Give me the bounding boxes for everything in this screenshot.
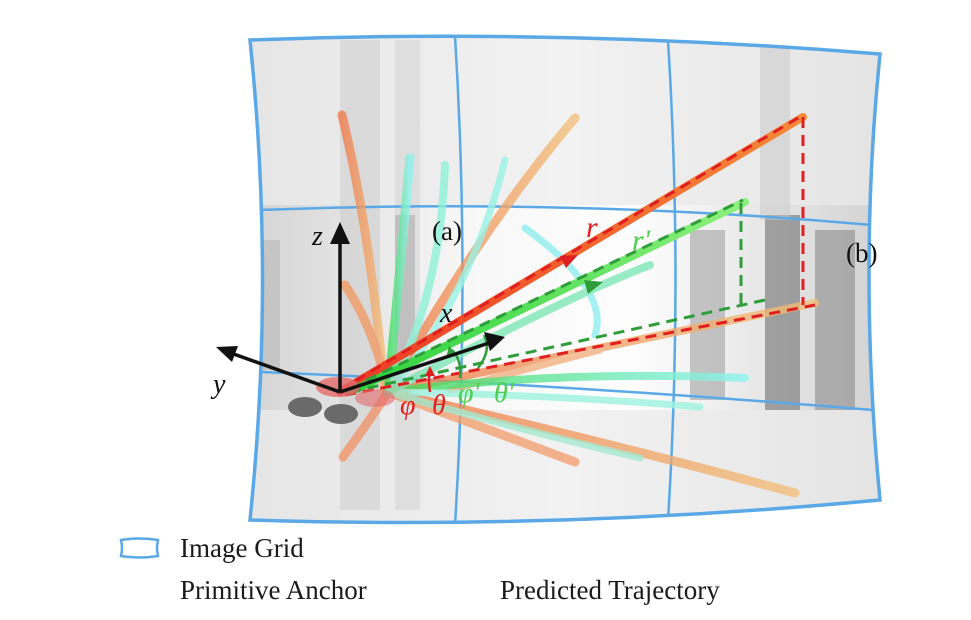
y-axis (227, 350, 341, 394)
legend: Image Grid Primitive Anchor Predicted Tr… (118, 533, 758, 613)
image-grid-border (248, 34, 882, 525)
r-arrowhead (560, 255, 578, 268)
axis-z-label: z (311, 221, 323, 252)
tree-column (690, 230, 725, 400)
dashed-lines (339, 113, 816, 397)
vehicle-body (316, 377, 360, 397)
r-prime-arrowhead (584, 280, 603, 294)
x-axis-arrowhead (484, 332, 505, 351)
theta-label: θ (432, 390, 446, 421)
legend-label-predicted-trajectory: Predicted Trajectory (500, 574, 720, 605)
phi-prime-label: φ' (458, 378, 480, 409)
r-projection-dashed (344, 303, 816, 397)
legend-item-primitive-anchor: Primitive Anchor (118, 575, 367, 605)
primitive-anchor-swatch-icon (118, 587, 162, 593)
grid-line (666, 39, 677, 521)
main-anchor (336, 113, 807, 396)
phi-arc-arrowhead (425, 366, 435, 376)
r-prime-dashed (349, 198, 744, 390)
region-a-label: (a) (432, 216, 462, 246)
r-prime-label: r' (632, 224, 651, 257)
theta-prime-label: θ' (494, 378, 515, 409)
z-axis-arrowhead (330, 222, 350, 244)
coordinate-axes (227, 238, 493, 394)
image-grid-swatch-icon (119, 537, 160, 559)
x-axis (339, 340, 493, 394)
trajectory-curve (384, 388, 704, 411)
trajectory-curve (384, 371, 749, 396)
legend-item-predicted-trajectory: Predicted Trajectory (438, 575, 720, 605)
phi-label: φ (400, 390, 416, 421)
region-b-label: (b) (846, 238, 877, 268)
grid-line (261, 370, 874, 412)
y-axis-arrowhead (216, 346, 238, 362)
legend-item-image-grid: Image Grid (118, 533, 304, 563)
tree-column (815, 230, 855, 410)
vehicle-wheel (324, 404, 358, 424)
theta-prime-arc (477, 334, 489, 369)
r-label: r (586, 211, 598, 244)
trajectory-curve (384, 388, 644, 462)
legend-label-primitive-anchor: Primitive Anchor (180, 574, 367, 605)
grid-line (257, 205, 873, 227)
vehicle-body (355, 389, 395, 407)
trajectory-curve (521, 224, 601, 339)
vehicle-footprint (288, 377, 395, 424)
highlighted-paths (336, 113, 807, 396)
legend-label-image-grid: Image Grid (180, 532, 304, 563)
axis-x-label: x (439, 298, 453, 329)
predicted-trajectory-swatch-icon (438, 587, 488, 593)
vehicle-wheel (288, 397, 322, 417)
axis-y-label: y (210, 369, 226, 400)
image-grid (248, 34, 882, 525)
tree-column (250, 240, 280, 370)
main-trajectory (346, 198, 749, 396)
